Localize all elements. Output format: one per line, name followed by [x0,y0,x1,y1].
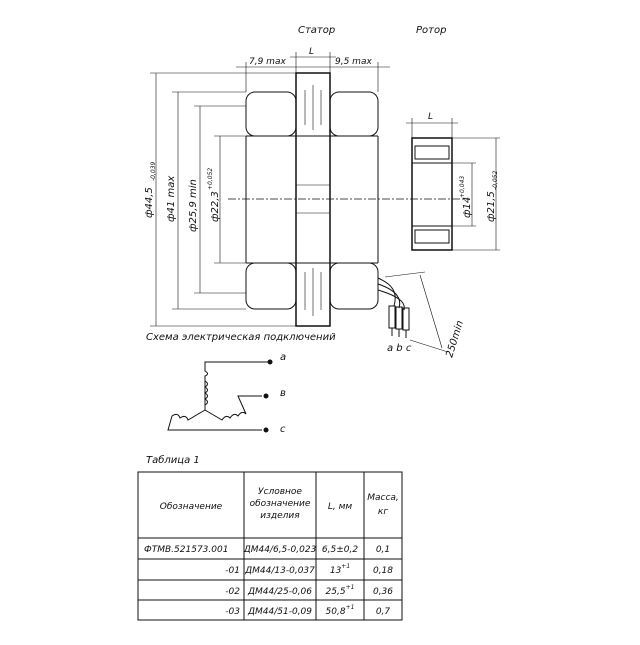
stator-heading: Статор [298,25,335,36]
cell-L: 50,8+1 [326,604,355,617]
table-row: -02 ДМ44/25-0,06 25,5+1 0,36 [225,584,393,597]
wire-labels-abc: a b c [387,343,412,354]
dim-7-9-max: 7,9 max [249,57,286,67]
top-dimensions: 7,9 max L 9,5 max L [236,47,458,138]
cell-mass: 0,7 [376,607,391,617]
stator-winding-top-right [329,91,379,137]
dia-41-max: ф41 max [166,176,177,222]
terminal-c [263,427,269,433]
cell-L: 13+1 [330,563,350,576]
terminal-c-label: c [280,424,286,435]
rotor-diameter-dimensions: ф14 +0,043 ф21,5 -0,052 [452,137,500,251]
table-row: -03 ДМ44/51-0,09 50,8+1 0,7 [225,604,390,617]
stator-view [228,72,470,327]
rotor-heading: Ротор [416,25,446,36]
scheme-title: Схема электрическая подключений [146,332,336,343]
dia-25-9-min: ф25,9 min [188,179,199,232]
table-row: -01 ДМ44/13-0,037 13+1 0,18 [225,563,393,576]
cell-product: ДМ44/51-0,09 [247,607,312,617]
cell-designation: ФТМВ.521573.001 [144,545,228,555]
wiring-scheme: a в c [167,352,286,435]
cell-product: ДМ44/25-0,06 [247,587,312,597]
wire-length-250min: 250min [444,319,466,359]
rotor-view [411,137,453,251]
rotor-magnet-bottom [414,229,450,244]
cell-designation: -03 [225,607,240,617]
header-mass: Масса,кг [367,493,399,517]
dia-21-5-tol: -0,052 [492,170,499,190]
stator-winding-bottom-right [329,262,379,310]
header-designation: Обозначение [160,502,223,512]
cell-mass: 0,18 [373,566,393,576]
header-L: L, мм [328,502,353,512]
cell-mass: 0,1 [376,545,390,555]
cell-L: 6,5±0,2 [322,545,358,555]
cell-mass: 0,36 [373,587,393,597]
stator-winding-bottom-left [245,262,297,310]
diameter-dimensions: ф44,5 -0,039 ф41 max ф25,9 min ф22,3 +0,… [144,72,296,327]
dia-22-3-tol: +0,052 [207,168,214,190]
dim-L-rotor: L [428,112,433,122]
dia-44-5: ф44,5 [144,187,155,218]
dim-L-stator: L [309,47,314,57]
lead-wires: a b c 250min [377,271,466,359]
dia-14-tol: +0,043 [459,176,466,198]
dia-44-5-tol: -0,039 [150,161,157,181]
table-title: Таблица 1 [146,454,200,466]
cell-product: ДМ44/6,5-0,023 [243,545,317,555]
terminal-a [267,359,273,365]
rotor-ring [411,137,453,251]
terminal-a-label: a [280,352,286,363]
cell-designation: -02 [225,587,240,597]
dia-14: ф14 [462,197,473,218]
terminal-b [263,393,269,399]
cell-L: 25,5+1 [326,584,355,597]
cell-designation: -01 [225,566,240,576]
stator-winding-top-left [245,91,297,137]
rotor-magnet-top [414,145,450,160]
dia-22-3: ф22,3 [210,191,221,222]
terminal-b-label: в [280,388,286,399]
dia-21-5: ф21,5 [486,191,497,222]
stator-core [295,72,331,327]
dim-9-5-max: 9,5 max [335,57,372,67]
cell-product: ДМ44/13-0,037 [244,566,315,576]
table-row: ФТМВ.521573.001 ДМ44/6,5-0,023 6,5±0,2 0… [144,545,390,555]
